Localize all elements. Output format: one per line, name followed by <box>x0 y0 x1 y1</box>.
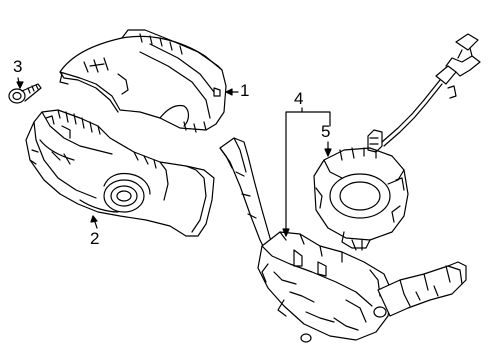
lower-shroud <box>25 109 215 237</box>
switch-assembly <box>219 137 467 343</box>
screw <box>8 83 42 104</box>
clock-spring <box>313 33 481 251</box>
leader-4 <box>285 107 331 237</box>
callout-2: 2 <box>90 229 100 248</box>
callout-1: 1 <box>240 81 250 100</box>
upper-shroud <box>59 29 227 133</box>
callout-leaders <box>16 77 332 237</box>
callout-4: 4 <box>294 89 304 108</box>
callout-5: 5 <box>321 122 331 141</box>
callout-3: 3 <box>13 57 23 76</box>
